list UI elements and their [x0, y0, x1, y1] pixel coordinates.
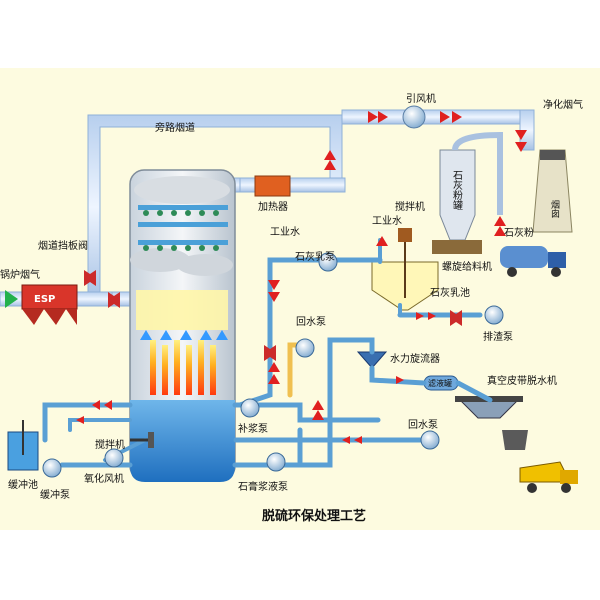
label-industrial-water-tower: 工业水	[372, 215, 402, 227]
label-slurry-makeup-pump: 补浆泵	[238, 422, 268, 435]
heater-block	[254, 175, 291, 197]
buffer-tank	[7, 420, 39, 471]
spray-nozzles	[140, 330, 228, 340]
lime-silo	[432, 149, 482, 254]
label-screw-feeder: 螺旋给料机	[442, 260, 492, 273]
slurry-pool	[130, 400, 235, 482]
tower-agitator	[130, 432, 154, 448]
label-agitator-top: 搅拌机	[395, 200, 425, 213]
label-buffer-tank: 缓冲池	[8, 478, 38, 491]
label-lime-powder: 石灰粉	[504, 226, 534, 239]
label-gypsum-pump: 石膏浆液泵	[238, 480, 288, 493]
gas-flow-flames	[150, 340, 216, 395]
label-vacuum-belt: 真空皮带脱水机	[487, 374, 557, 387]
diagram-title: 脱硫环保处理工艺	[262, 508, 366, 524]
label-boiler-flue-gas: 锅炉烟气	[0, 268, 40, 281]
pumps	[42, 252, 504, 478]
label-lime-silo: 石灰粉罐	[451, 170, 463, 211]
label-agitator-bottom: 搅拌机	[95, 438, 125, 451]
lime-truck	[500, 246, 566, 277]
absorber-tower	[129, 169, 236, 482]
label-return-pump-2: 回水泵	[408, 419, 438, 431]
label-clean-flue-gas: 净化烟气	[543, 98, 583, 111]
flow-arrows	[76, 111, 527, 444]
label-buffer-pump: 缓冲泵	[40, 488, 70, 501]
process-lines	[42, 238, 493, 468]
label-lime-milk-tank: 石灰乳池	[430, 286, 470, 299]
label-hydrocyclone: 水力旋流器	[390, 352, 440, 365]
silo-pipe	[452, 131, 503, 215]
dump-truck	[519, 461, 578, 493]
induced-fan	[402, 105, 426, 129]
label-heater: 加热器	[258, 200, 288, 213]
esp-unit	[5, 284, 78, 325]
valves	[84, 270, 462, 361]
label-industrial-water: 工业水	[270, 226, 300, 238]
label-oxidation-fan: 氧化风机	[84, 472, 124, 485]
label-return-pump-1: 回水泵	[296, 316, 326, 328]
label-discharge-pump: 排渣泵	[483, 330, 513, 343]
label-induced-fan: 引风机	[406, 92, 436, 105]
lime-milk-tank	[371, 228, 439, 311]
spray-headers	[138, 205, 228, 251]
label-filtrate-tank: 滤液罐	[428, 378, 452, 388]
label-esp: ESP	[34, 294, 55, 305]
chimney	[532, 149, 573, 233]
label-chimney: 烟囱	[549, 199, 560, 219]
label-flue-damper: 烟道挡板阀	[38, 239, 88, 252]
label-lime-milk-pump: 石灰乳泵	[295, 250, 335, 263]
gypsum-hopper	[502, 430, 528, 450]
label-bypass-flue: 旁路烟道	[155, 121, 195, 134]
